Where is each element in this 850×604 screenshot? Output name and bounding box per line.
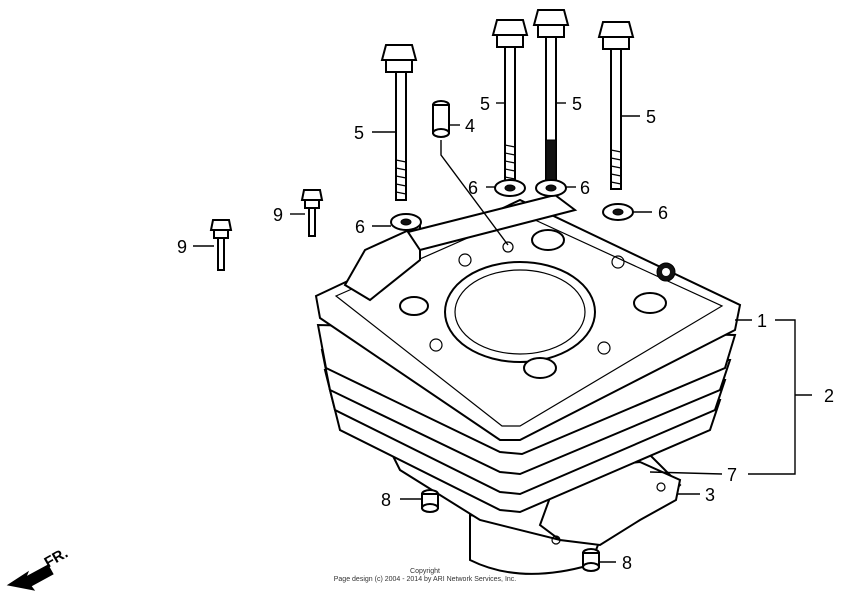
callout-6-right: 6 bbox=[658, 203, 668, 223]
callout-3: 3 bbox=[705, 485, 715, 505]
washer-right bbox=[602, 203, 634, 221]
washer-center-left bbox=[494, 179, 526, 197]
callout-5-right: 5 bbox=[646, 107, 656, 127]
front-arrow-icon bbox=[6, 564, 54, 591]
callout-6-center-left: 6 bbox=[468, 178, 478, 198]
callout-4: 4 bbox=[465, 116, 475, 136]
long-stud-bolt-center-right bbox=[532, 9, 570, 183]
callout-6-left: 6 bbox=[355, 217, 365, 237]
cylinder-assembly bbox=[314, 193, 742, 575]
leader-lines bbox=[193, 102, 812, 563]
washer-center-right bbox=[535, 179, 567, 197]
small-bolt-lower bbox=[209, 219, 233, 271]
dowel-pin-lower-right bbox=[582, 548, 600, 572]
callout-8-left: 8 bbox=[381, 490, 391, 510]
callout-5-left: 5 bbox=[354, 123, 364, 143]
long-stud-bolt-left bbox=[380, 44, 418, 201]
long-stud-bolt-right bbox=[597, 21, 635, 190]
callout-6-center-right: 6 bbox=[580, 178, 590, 198]
callout-2: 2 bbox=[824, 386, 834, 406]
long-stud-bolt-center-left bbox=[491, 19, 529, 183]
copyright-line: Copyright bbox=[410, 568, 440, 575]
callout-9-upper: 9 bbox=[273, 205, 283, 225]
small-bolt-upper bbox=[300, 189, 324, 237]
dowel-pin-top bbox=[432, 100, 509, 246]
callout-labels: 1 2 3 4 5 5 5 5 6 6 6 6 7 8 8 9 9 bbox=[177, 94, 834, 573]
callout-9-lower: 9 bbox=[177, 237, 187, 257]
callout-8-right: 8 bbox=[622, 553, 632, 573]
callout-5-center-right: 5 bbox=[572, 94, 582, 114]
washer-left bbox=[390, 213, 422, 231]
dowel-pin-lower-left bbox=[421, 489, 439, 513]
callout-5-center-left: 5 bbox=[480, 94, 490, 114]
callout-1: 1 bbox=[757, 311, 767, 331]
page-design-credit: Page design (c) 2004 - 2014 by ARI Netwo… bbox=[333, 576, 517, 583]
callout-7: 7 bbox=[727, 465, 737, 485]
